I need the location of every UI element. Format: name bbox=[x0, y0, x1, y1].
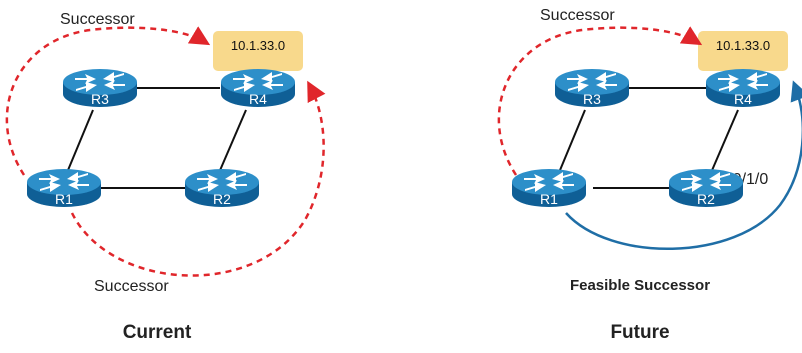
router-label: R2 bbox=[213, 191, 231, 207]
router-r2: R2 bbox=[669, 169, 743, 207]
future-links bbox=[557, 87, 739, 189]
successor-arrow bbox=[497, 26, 703, 176]
panel-caption: Future bbox=[610, 322, 669, 343]
link-r3-r1 bbox=[65, 109, 94, 176]
router-label: R3 bbox=[583, 91, 601, 107]
current-panel: 10.1.33.0 Successor Successor R3 R4 R1 R… bbox=[5, 11, 326, 343]
router-r1: R1 bbox=[27, 169, 101, 207]
router-r3: R3 bbox=[63, 69, 137, 107]
router-label: R3 bbox=[91, 91, 109, 107]
successor-label: Successor bbox=[540, 7, 615, 24]
subnet-box bbox=[698, 31, 788, 71]
feasible-successor-label: Feasible Successor bbox=[570, 277, 710, 294]
router-r3: R3 bbox=[555, 69, 629, 107]
router-label: R2 bbox=[697, 191, 715, 207]
subnet-label: 10.1.33.0 bbox=[231, 38, 285, 53]
link-r4-r2 bbox=[217, 109, 247, 176]
current-links bbox=[65, 87, 247, 189]
link-r3-r1 bbox=[557, 109, 586, 176]
router-r4: R4 bbox=[221, 69, 295, 107]
router-r2: R2 bbox=[185, 169, 259, 207]
subnet-box bbox=[213, 31, 303, 71]
future-panel: 10.1.33.0 Successor Feasible Successor S… bbox=[497, 7, 802, 343]
router-label: R4 bbox=[249, 91, 267, 107]
feasible-successor-arrow bbox=[565, 80, 802, 251]
successor-arrow-bottom bbox=[70, 80, 326, 277]
router-label: R1 bbox=[540, 191, 558, 207]
panel-caption: Current bbox=[123, 322, 192, 343]
link-r4-r2 bbox=[709, 109, 739, 176]
successor-label-top: Successor bbox=[60, 11, 135, 28]
successor-label-bottom: Successor bbox=[94, 278, 169, 295]
subnet-label: 10.1.33.0 bbox=[716, 38, 770, 53]
successor-arrow-top bbox=[5, 26, 211, 176]
router-r1: R1 bbox=[512, 169, 586, 207]
router-label: R1 bbox=[55, 191, 73, 207]
router-r4: R4 bbox=[706, 69, 780, 107]
router-label: R4 bbox=[734, 91, 752, 107]
